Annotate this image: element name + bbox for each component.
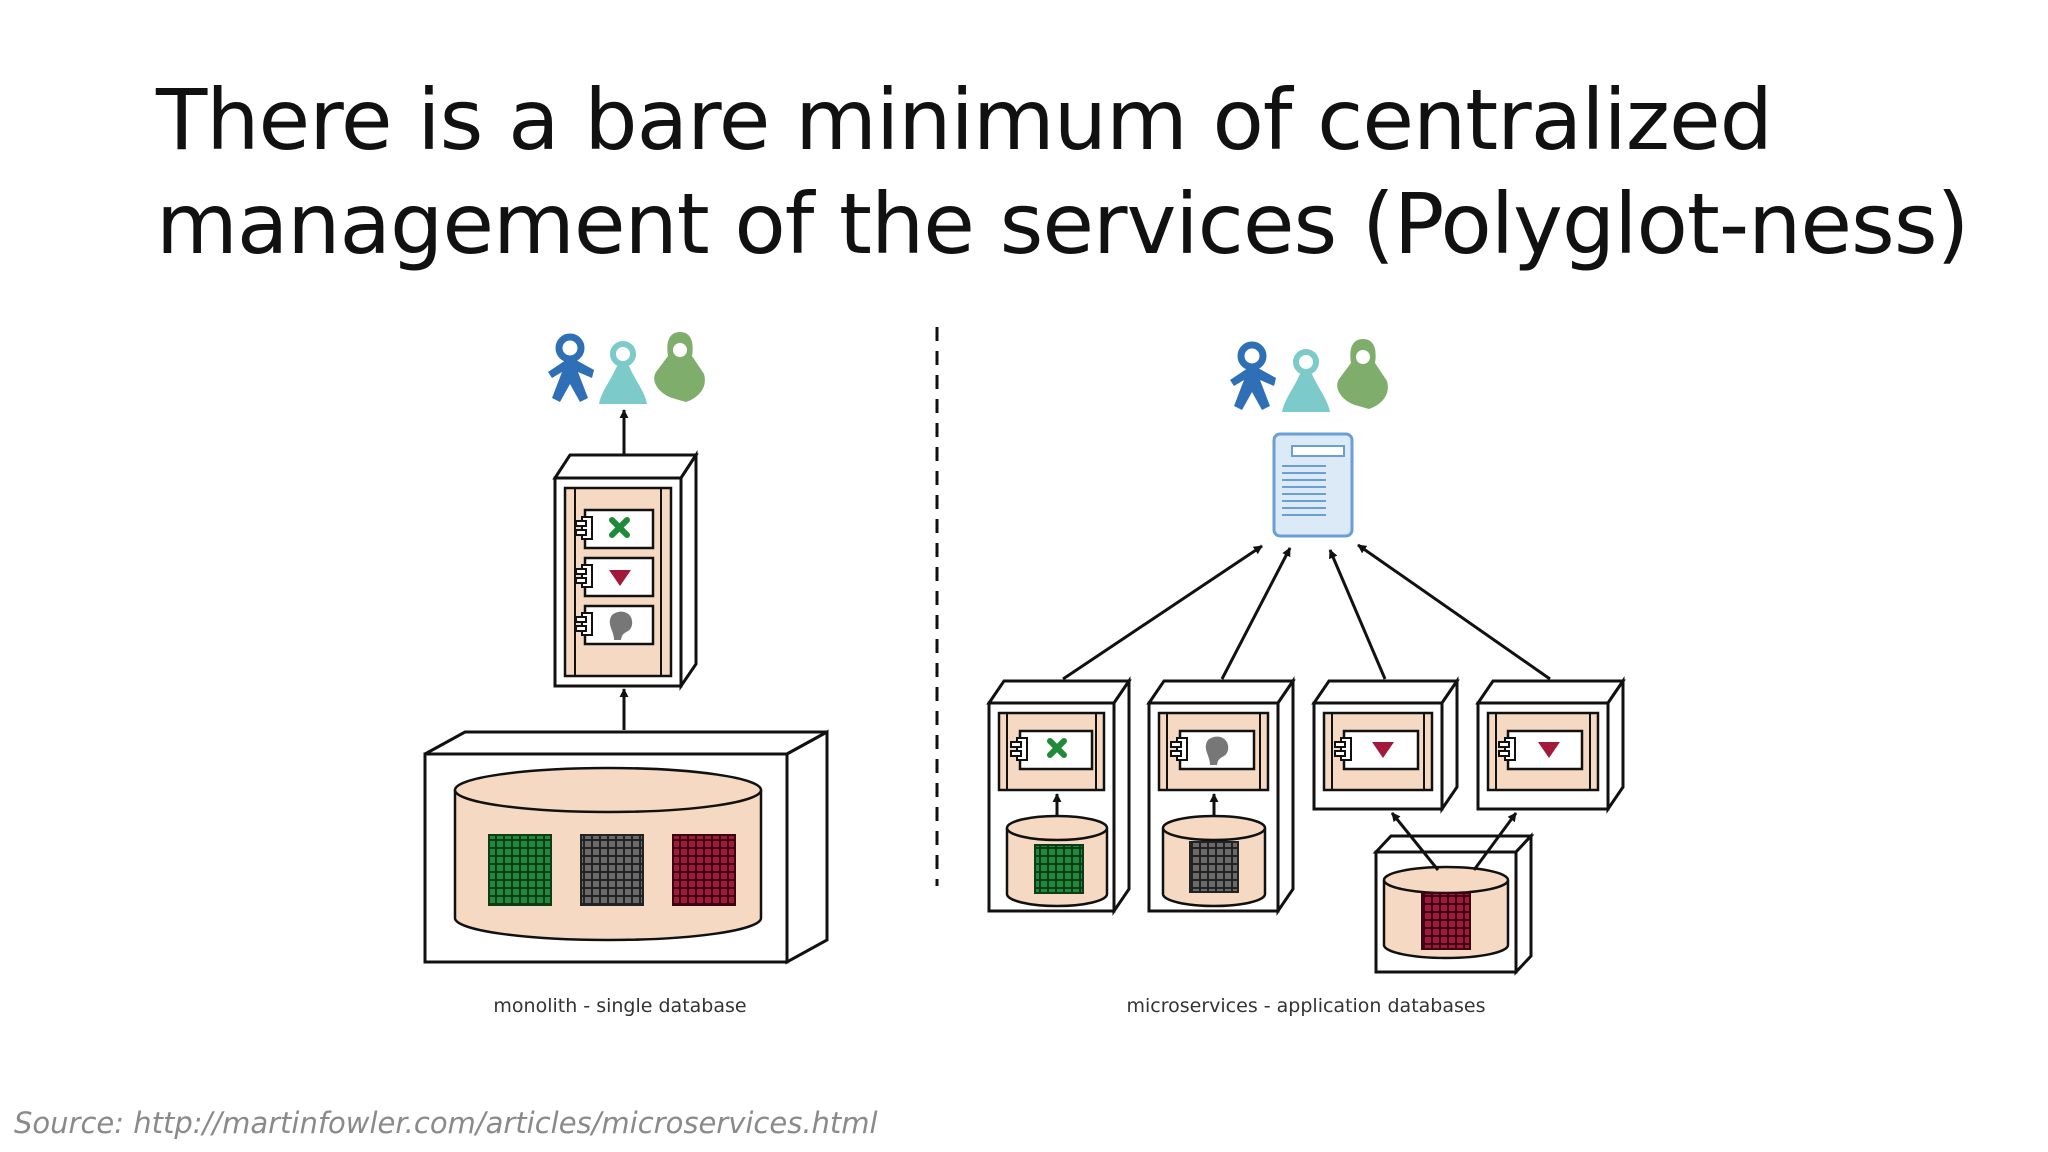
shared-database-host bbox=[1372, 832, 1535, 976]
ui-document-icon bbox=[1272, 432, 1354, 538]
data-grid-red bbox=[672, 834, 736, 906]
user-green-icon bbox=[654, 332, 705, 402]
arrow-icon bbox=[1472, 812, 1518, 871]
monolith-database-host bbox=[423, 729, 829, 965]
user-green-icon bbox=[1337, 339, 1388, 409]
users-group-icon bbox=[548, 332, 705, 404]
user-blue-icon bbox=[1230, 345, 1276, 410]
module-heart-icon bbox=[609, 570, 631, 586]
service-x bbox=[986, 676, 1132, 916]
arrow-icon bbox=[1390, 812, 1440, 871]
arrow-icon bbox=[1357, 543, 1551, 681]
user-teal-icon bbox=[1282, 352, 1330, 412]
module-x-icon bbox=[1047, 738, 1067, 758]
data-grid-green bbox=[1034, 844, 1084, 894]
title-line-1: There is a bare minimum of centralized bbox=[156, 71, 1773, 169]
data-grid-red bbox=[1421, 892, 1471, 950]
module-heart-icon bbox=[1538, 742, 1560, 758]
service-heart-a bbox=[1311, 676, 1460, 814]
user-teal-icon bbox=[599, 344, 647, 404]
arrow-icon bbox=[1220, 547, 1292, 680]
users-group-icon bbox=[1230, 339, 1388, 412]
arrow-icon bbox=[1062, 544, 1263, 681]
arrow-icon bbox=[1328, 549, 1387, 680]
monolith-caption: monolith - single database bbox=[493, 995, 747, 1017]
user-blue-icon bbox=[548, 337, 594, 402]
service-heart-b bbox=[1475, 676, 1626, 814]
microservices-diagram bbox=[986, 339, 1626, 976]
microservices-caption: microservices - application databases bbox=[1126, 995, 1486, 1017]
monolith-diagram bbox=[423, 332, 829, 965]
module-heart-icon bbox=[1372, 742, 1394, 758]
monolith-app-server bbox=[552, 449, 699, 691]
data-grid-gray bbox=[1189, 841, 1239, 893]
module-x-icon bbox=[609, 517, 630, 538]
module-blob-icon bbox=[609, 611, 633, 640]
title-line-2: management of the services (Polyglot-nes… bbox=[156, 175, 1969, 273]
service-blob bbox=[1146, 676, 1296, 916]
data-grid-green bbox=[488, 834, 552, 906]
source-citation: Source: http://martinfowler.com/articles… bbox=[14, 1106, 878, 1140]
data-grid-gray bbox=[580, 834, 644, 906]
module-blob-icon bbox=[1205, 736, 1229, 765]
slide-title: There is a bare minimum of centralized m… bbox=[156, 68, 1969, 276]
